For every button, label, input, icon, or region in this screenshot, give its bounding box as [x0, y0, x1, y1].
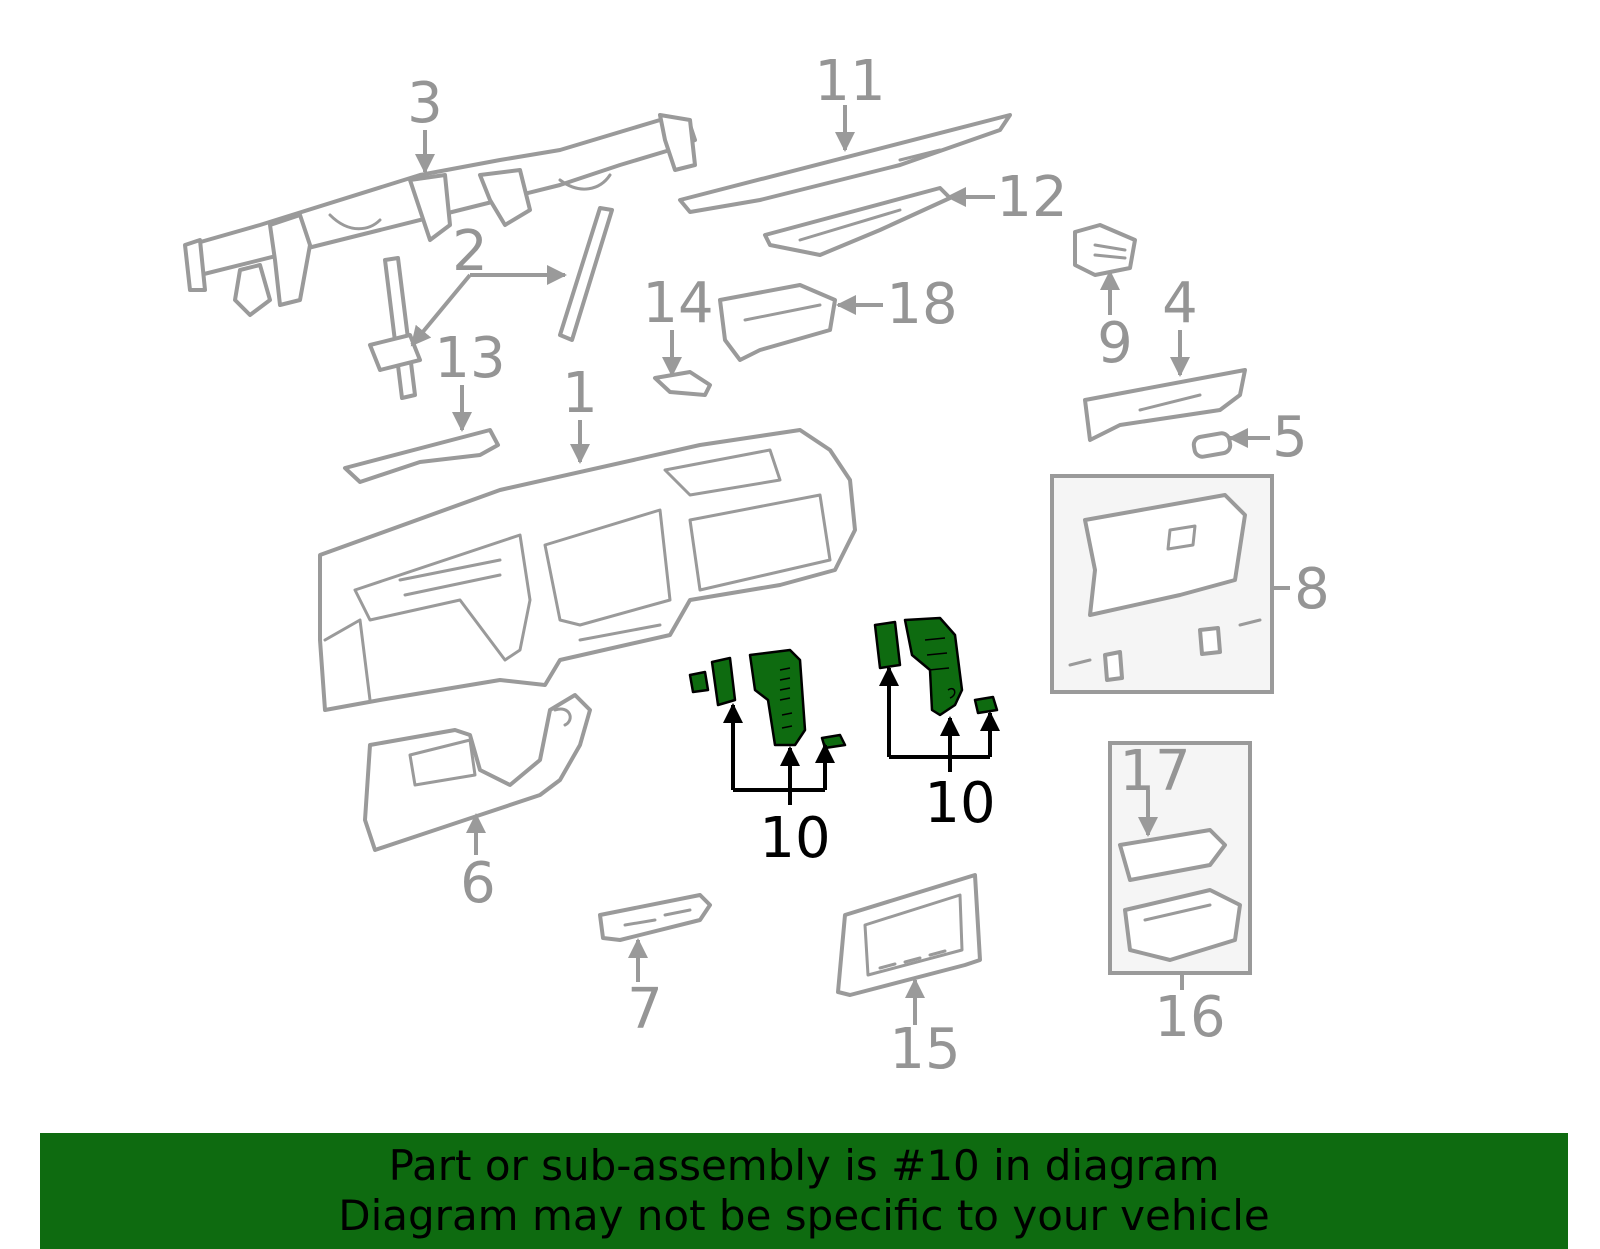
callout-3: 3 — [407, 71, 443, 136]
part-2-dash-braces[interactable] — [368, 206, 614, 400]
callout-14: 14 — [642, 271, 713, 336]
callout-1: 1 — [562, 361, 598, 426]
part-6-lower-panel[interactable] — [363, 693, 592, 852]
info-banner: Part or sub-assembly is #10 in diagram D… — [40, 1133, 1568, 1249]
banner-line-disclaimer: Diagram may not be specific to your vehi… — [338, 1191, 1270, 1240]
part-18-airbag[interactable] — [718, 283, 837, 362]
part-10-switch-assembly-left[interactable] — [688, 648, 847, 750]
part-12-defroster-panel[interactable] — [763, 186, 952, 257]
callout-8: 8 — [1294, 557, 1330, 622]
part-1-instrument-panel[interactable] — [318, 428, 857, 712]
callout-7: 7 — [627, 977, 663, 1042]
callout-10-right: 10 — [924, 771, 995, 836]
callout-6: 6 — [460, 851, 496, 916]
part-3-reinforcement-beam[interactable] — [183, 113, 697, 317]
part-7-switch-panel[interactable] — [598, 893, 712, 942]
part-16-storage-group[interactable] — [1108, 741, 1252, 975]
part-8-glove-box-group[interactable] — [1050, 474, 1274, 694]
part-14-bracket[interactable] — [653, 370, 712, 397]
callout-18: 18 — [886, 272, 957, 337]
callout-2: 2 — [452, 219, 488, 284]
part-15-center-bezel[interactable] — [836, 873, 982, 997]
callout-17: 17 — [1119, 739, 1190, 804]
callout-10-left: 10 — [759, 806, 830, 871]
part-10-leaders — [723, 666, 1000, 805]
callout-11: 11 — [814, 49, 885, 114]
callout-12: 12 — [996, 165, 1067, 230]
part-9-vent[interactable] — [1073, 223, 1137, 277]
leader-lines — [410, 105, 1290, 1025]
callout-16: 16 — [1154, 985, 1225, 1050]
callout-13: 13 — [434, 326, 505, 391]
part-4-panel[interactable] — [1083, 368, 1247, 442]
callout-15: 15 — [889, 1017, 960, 1082]
part-11-upper-panel[interactable] — [678, 113, 1012, 214]
callout-9: 9 — [1097, 311, 1133, 376]
part-13-trim[interactable] — [343, 428, 500, 484]
part-5-cap[interactable] — [1191, 431, 1233, 459]
callout-4: 4 — [1162, 271, 1198, 336]
part-10-switch-assembly-right[interactable] — [873, 616, 999, 717]
banner-line-part-number: Part or sub-assembly is #10 in diagram — [388, 1141, 1220, 1190]
callout-5: 5 — [1272, 405, 1308, 470]
